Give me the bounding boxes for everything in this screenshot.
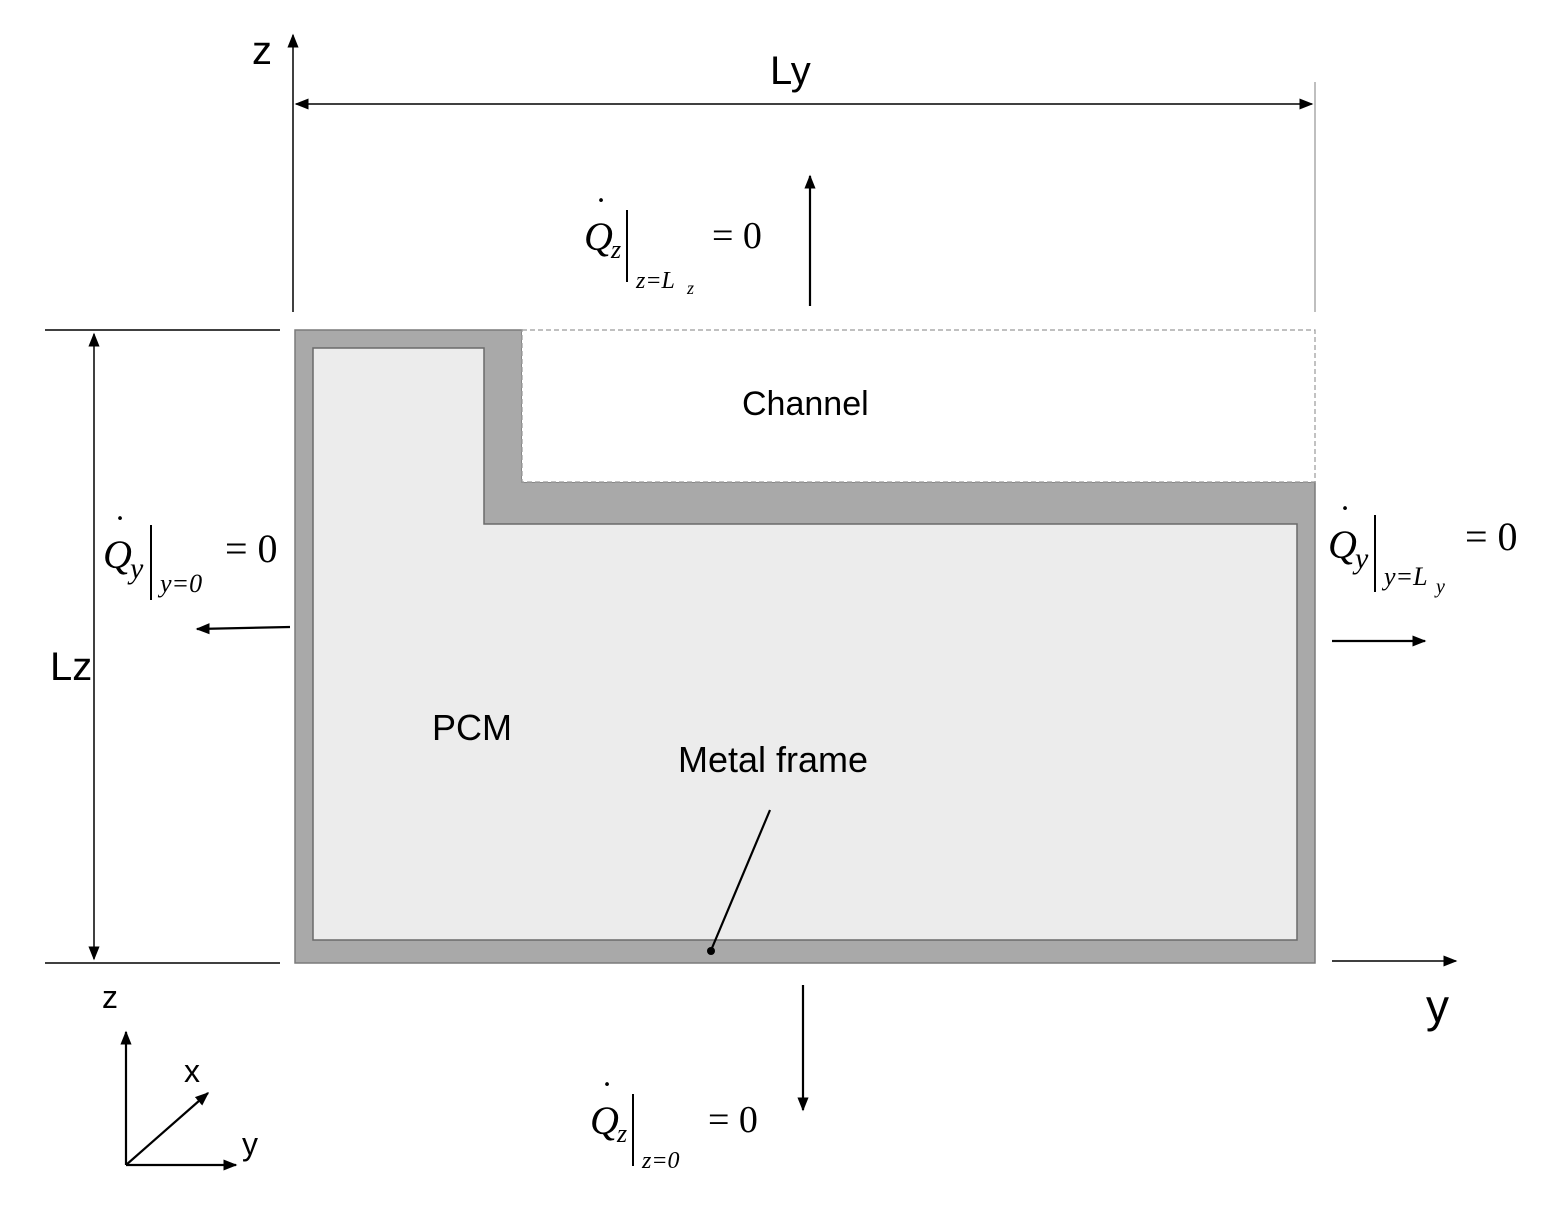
metal-frame-label: Metal frame <box>678 739 868 780</box>
triad-x-axis <box>125 1092 210 1166</box>
bc-right: Q ˙ y y=L y = 0 <box>1328 498 1518 598</box>
triad-x-label: x <box>184 1053 200 1089</box>
flux-arrows <box>195 174 1427 1112</box>
bc-bottom-q: Q <box>590 1098 619 1143</box>
bc-top: Q ˙ z z=L z = 0 <box>584 190 762 298</box>
pcm-region <box>312 347 1298 941</box>
z-axis-label: z <box>252 29 272 73</box>
bc-bottom-rhs: = 0 <box>708 1099 758 1141</box>
bc-bottom-dot: ˙ <box>601 1074 613 1114</box>
left-flux-arrow <box>195 623 291 635</box>
bc-top-rhs: = 0 <box>712 215 762 257</box>
metal-frame-leader <box>707 809 772 955</box>
dimension-lines <box>45 33 1458 967</box>
bc-left-sub: y <box>127 552 144 585</box>
bc-top-cond-sub: z <box>686 278 694 298</box>
bc-right-q: Q <box>1328 522 1357 567</box>
lz-label: Lz <box>50 645 92 689</box>
bc-top-cond: z=L <box>635 268 675 294</box>
coordinate-triad <box>120 1030 238 1171</box>
bc-left-cond: y=0 <box>157 569 202 598</box>
ly-label: Ly <box>770 49 811 93</box>
bc-bottom-sub: z <box>616 1119 627 1148</box>
channel-label: Channel <box>742 385 869 423</box>
domain <box>294 329 1316 964</box>
bc-left-q: Q <box>103 532 132 577</box>
bc-top-sub: z <box>610 235 621 264</box>
pcm-label: PCM <box>432 707 512 748</box>
bc-left-dot: ˙ <box>114 508 126 548</box>
channel-region <box>521 329 1316 483</box>
triad-y-label: y <box>242 1126 258 1162</box>
bc-right-rhs: = 0 <box>1465 514 1518 559</box>
bc-top-dot: ˙ <box>595 190 607 230</box>
bc-left: Q ˙ y y=0 = 0 <box>103 508 278 600</box>
bc-bottom: Q ˙ z z=0 = 0 <box>590 1074 758 1174</box>
bc-top-q: Q <box>584 214 613 259</box>
y-axis-label: y <box>1426 980 1449 1032</box>
bc-right-sub: y <box>1352 542 1369 575</box>
triad-z-label: z <box>102 979 118 1015</box>
bc-left-rhs: = 0 <box>225 526 278 571</box>
bc-bottom-cond: z=0 <box>641 1148 680 1174</box>
bc-right-cond: y=L <box>1381 562 1428 591</box>
bc-right-dot: ˙ <box>1339 498 1351 538</box>
bc-right-cond-sub: y <box>1434 576 1445 598</box>
